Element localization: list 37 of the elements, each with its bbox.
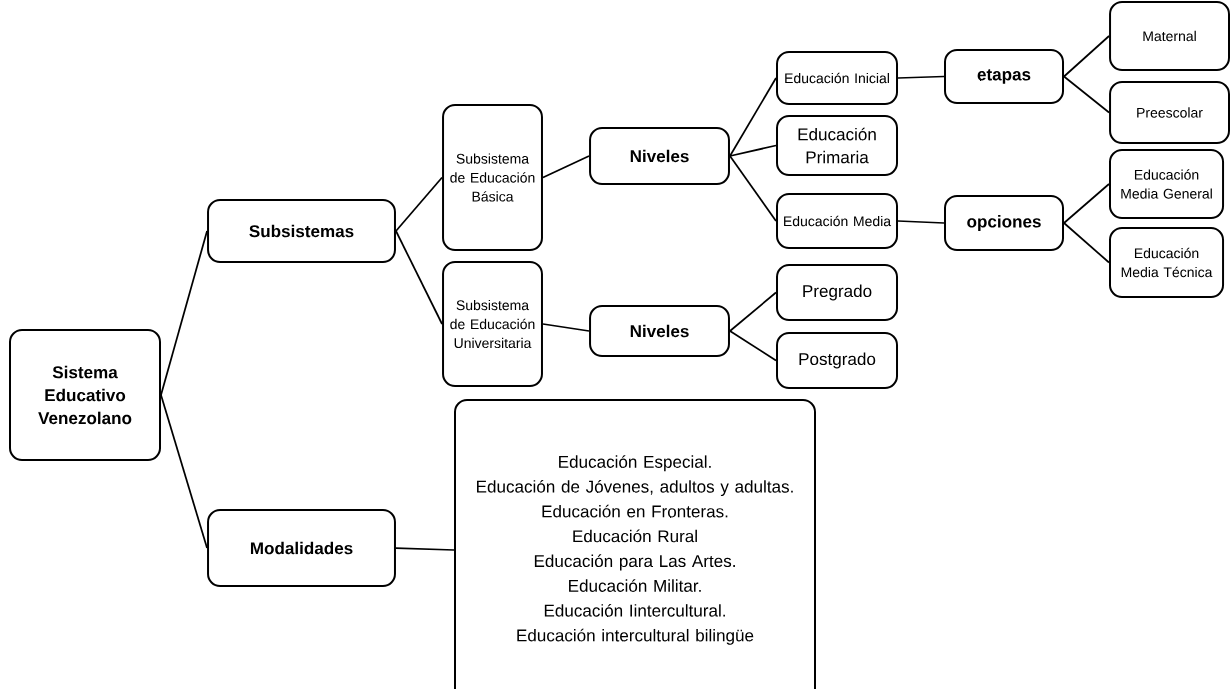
connector-line: [1063, 75, 1110, 114]
concept-box: Educación Especial. Educación de Jóvenes, adultos y adultas. Educación en Fronteras. Educación Rural Educación para Las Artes. Educación Militar. Educación Iintercultural. Educación intercultural bilingüe: [454, 399, 816, 689]
connector-line: [729, 155, 777, 222]
concept-box: Subsistemas: [207, 199, 396, 263]
connector-line: [395, 176, 443, 232]
concept-box: Modalidades: [207, 509, 396, 587]
concept-box: Maternal: [1109, 1, 1230, 71]
concept-box: Educación Primaria: [776, 115, 898, 176]
connector-line: [897, 75, 945, 79]
connector-line: [1063, 35, 1110, 78]
connector-line: [729, 291, 777, 332]
connector-line: [729, 77, 777, 157]
concept-box: Niveles: [589, 305, 730, 357]
connector-line: [1063, 183, 1110, 224]
connector-line: [542, 323, 590, 332]
connector-line: [729, 330, 777, 362]
concept-box: etapas: [944, 48, 1064, 105]
concept-box: Subsistema de Educación Básica: [442, 103, 543, 252]
connector-line: [395, 547, 455, 551]
connector-line: [395, 230, 443, 325]
connector-line: [897, 220, 945, 224]
concept-box: Educación Media General: [1109, 149, 1225, 219]
concept-box: Educación Media: [776, 193, 898, 249]
connector-line: [160, 394, 208, 549]
connector-line: [160, 230, 208, 396]
concept-box: opciones: [944, 195, 1064, 251]
concept-box: Educación Inicial: [776, 51, 898, 105]
concept-box: Postgrado: [776, 332, 898, 389]
concept-box: Preescolar: [1109, 80, 1230, 145]
concept-box: Pregrado: [776, 264, 898, 321]
connector-line: [542, 155, 590, 179]
concept-box: Subsistema de Educación Universitaria: [442, 261, 543, 387]
connector-line: [729, 144, 777, 157]
concept-box: Niveles: [589, 127, 730, 185]
concept-box: Educación Media Técnica: [1109, 226, 1225, 299]
connector-line: [1063, 222, 1110, 264]
concept-box: Sistema Educativo Venezolano: [9, 329, 161, 461]
